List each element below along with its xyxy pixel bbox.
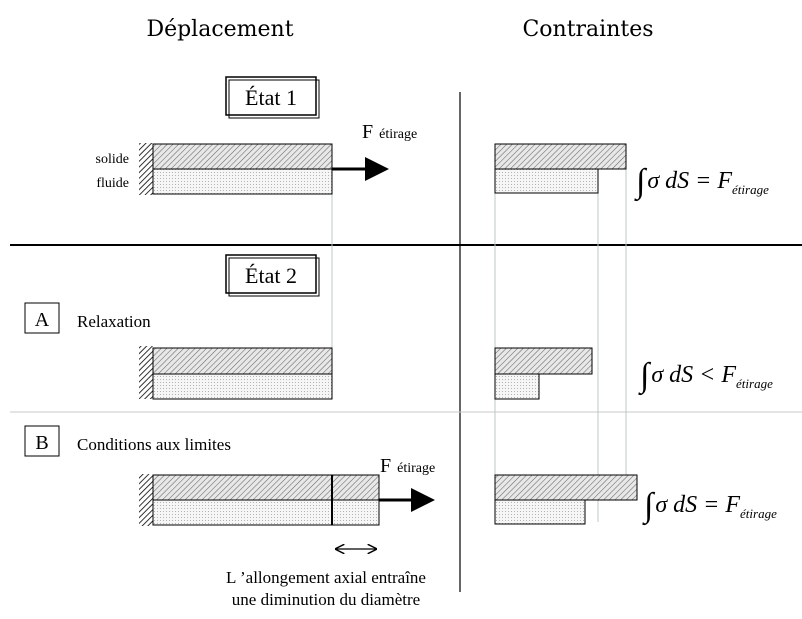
stress-solid-case-a xyxy=(494,347,593,375)
equation-case-b: ∫σ dS = Fétirage xyxy=(642,487,777,526)
solid-bar-case-a xyxy=(152,347,333,375)
stress-solid-case-b xyxy=(494,474,638,501)
fixed-wall-case-b xyxy=(139,474,153,526)
caption-line-2: une diminution du diamètre xyxy=(232,590,420,609)
label-solide: solide xyxy=(96,152,129,167)
case-b-letter: B xyxy=(35,432,48,454)
fluid-bar-state1 xyxy=(152,168,333,195)
solid-bar-case-b xyxy=(152,474,333,501)
caption-line-1: L ’allongement axial entraîne xyxy=(226,568,426,587)
case-b-label: Conditions aux limites xyxy=(77,435,231,454)
case-b-box xyxy=(24,425,60,457)
header-contraintes: Contraintes xyxy=(522,17,653,42)
case-a-label: Relaxation xyxy=(77,312,151,331)
fixed-wall-state1 xyxy=(139,143,153,195)
equation-state1: ∫σ dS = Fétirage xyxy=(634,163,769,202)
label-fluide: fluide xyxy=(96,176,129,191)
state2-title: État 2 xyxy=(245,263,297,288)
case-a-box xyxy=(24,302,60,334)
fluid-bar-case-a xyxy=(152,373,333,400)
fluid-bar-case-b xyxy=(152,499,333,526)
stress-fluid-case-b xyxy=(494,499,586,525)
solid-bar-state1 xyxy=(152,143,333,170)
state1-title: État 1 xyxy=(245,85,297,110)
fluid-bar-extension-case-b xyxy=(331,499,380,526)
stress-solid-state1 xyxy=(494,143,627,170)
state1-title-box: État 1 xyxy=(225,76,320,119)
case-a-letter: A xyxy=(35,309,50,331)
equation-case-a: ∫σ dS < Fétirage xyxy=(638,357,773,396)
solid-bar-extension-case-b xyxy=(331,474,380,501)
header-deplacement: Déplacement xyxy=(146,17,293,42)
stress-fluid-state1 xyxy=(494,168,599,194)
state2-title-box: État 2 xyxy=(225,254,320,297)
fixed-wall-case-a xyxy=(139,346,153,399)
stress-fluid-case-a xyxy=(494,373,540,400)
